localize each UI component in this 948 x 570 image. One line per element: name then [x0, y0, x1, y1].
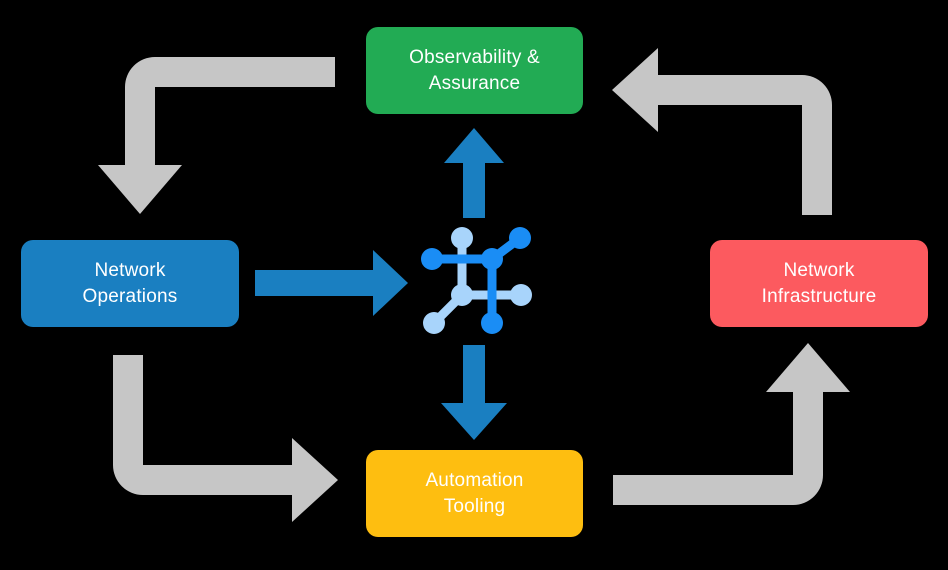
topology-primary-nodes [421, 227, 531, 334]
node-box-network-operations[interactable]: Network Operations [21, 240, 239, 327]
connector-infrastructure-to-observability [612, 48, 832, 215]
connector-center-to-observability [444, 128, 504, 218]
connector-operations-to-automation [113, 355, 338, 522]
connector-observability-to-operations [98, 57, 335, 214]
node-label-network-infrastructure: Network Infrastructure [761, 260, 877, 307]
network-topology-icon [418, 223, 532, 337]
topology-secondary-nodes [423, 227, 532, 334]
connector-operations-to-center [255, 250, 408, 316]
node-label-observability: Observability & Assurance [409, 47, 540, 94]
connector-center-to-automation [441, 345, 507, 440]
connector-automation-to-infrastructure [613, 343, 850, 505]
node-label-automation-tooling: Automation Tooling [425, 470, 524, 517]
node-label-network-operations: Network Operations [82, 260, 178, 307]
node-box-network-infrastructure[interactable]: Network Infrastructure [710, 240, 928, 327]
node-box-observability[interactable]: Observability & Assurance [366, 27, 583, 114]
node-box-automation-tooling[interactable]: Automation Tooling [366, 450, 583, 537]
